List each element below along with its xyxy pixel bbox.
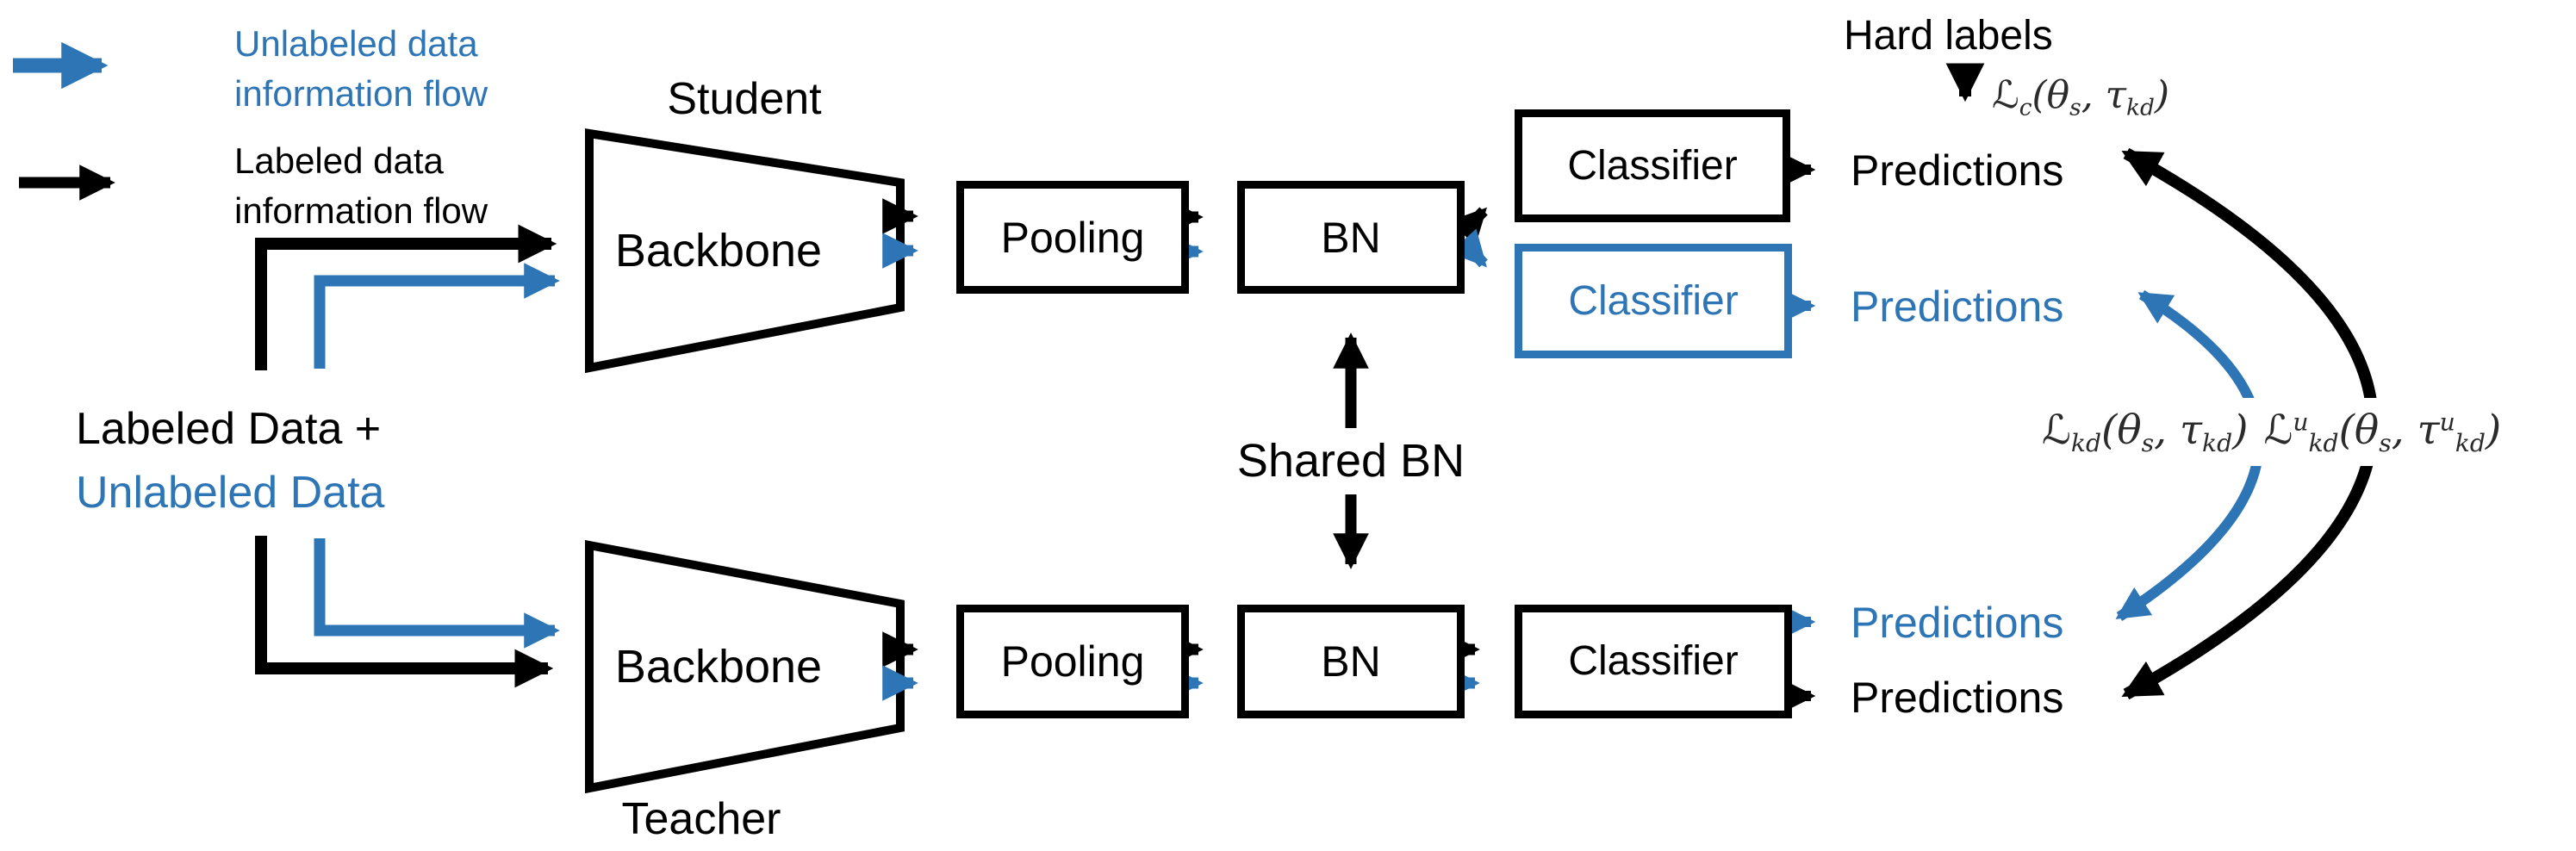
arrow-student-bn-classifier-labeled [1449,207,1488,246]
student-backbone-label: Backbone [614,224,823,276]
kd-loss-formulas: ℒkd(θs, τkd) ℒukd(θs, τukd) [2023,398,2521,467]
student-predictions-labeled: Predictions [1851,146,2064,195]
teacher-backbone-shape [585,539,905,794]
student-pooling-box: Pooling [956,181,1189,294]
legend-labeled-line2: information flow [234,189,488,231]
loss-kd-labeled-formula: ℒkd(θs, τkd) [2042,407,2249,458]
shared-bn-label: Shared BN [1236,435,1465,487]
legend-unlabeled-line1: Unlabeled data [234,23,478,64]
legend-unlabeled-line2: information flow [234,72,488,114]
student-predictions-unlabeled: Predictions [1851,283,2064,331]
student-bn-label: BN [1321,213,1381,262]
legend-labeled-label: Labeled data information flow [234,136,488,236]
teacher-classifier-label: Classifier [1568,638,1739,684]
arrow-unlabeled-source-to-teacher [314,538,560,649]
arrow-labeled-source-to-teacher [255,536,554,688]
teacher-bn-box: BN [1237,605,1465,718]
teacher-bn-label: BN [1321,637,1381,686]
legend-labeled-line1: Labeled data [234,140,444,181]
student-pooling-label: Pooling [1000,213,1145,262]
student-bn-box: BN [1237,181,1465,294]
teacher-title: Teacher [621,794,781,844]
source-labeled-data-label: Labeled Data + [76,404,382,454]
student-classifier-unlabeled-label: Classifier [1568,277,1739,324]
teacher-backbone-label: Backbone [614,640,823,693]
legend-unlabeled-label: Unlabeled data information flow [234,19,488,119]
arrow-student-bn-classifier-unlabeled [1449,228,1488,268]
teacher-predictions-unlabeled: Predictions [1851,599,2064,647]
arrow-labeled-source-to-student [255,224,557,370]
arrow-unlabeled-source-to-student [314,263,560,369]
teacher-pooling-label: Pooling [1000,637,1145,686]
teacher-classifier-box: Classifier [1515,605,1792,718]
teacher-pooling-box: Pooling [956,605,1189,718]
student-classifier-labeled-box: Classifier [1515,109,1790,222]
loss-kd-unlabeled-formula: ℒukd(θs, τukd) [2263,407,2502,458]
student-classifier-unlabeled-box: Classifier [1515,244,1792,358]
student-classifier-labeled-label: Classifier [1567,142,1738,189]
loss-classification-formula: ℒc(θs, τkd) [1992,73,2170,121]
source-unlabeled-data-label: Unlabeled Data [76,468,385,518]
student-title: Student [667,74,822,124]
hard-labels-label: Hard labels [1844,13,2053,59]
teacher-predictions-labeled: Predictions [1851,674,2064,722]
student-backbone-shape [585,128,905,374]
